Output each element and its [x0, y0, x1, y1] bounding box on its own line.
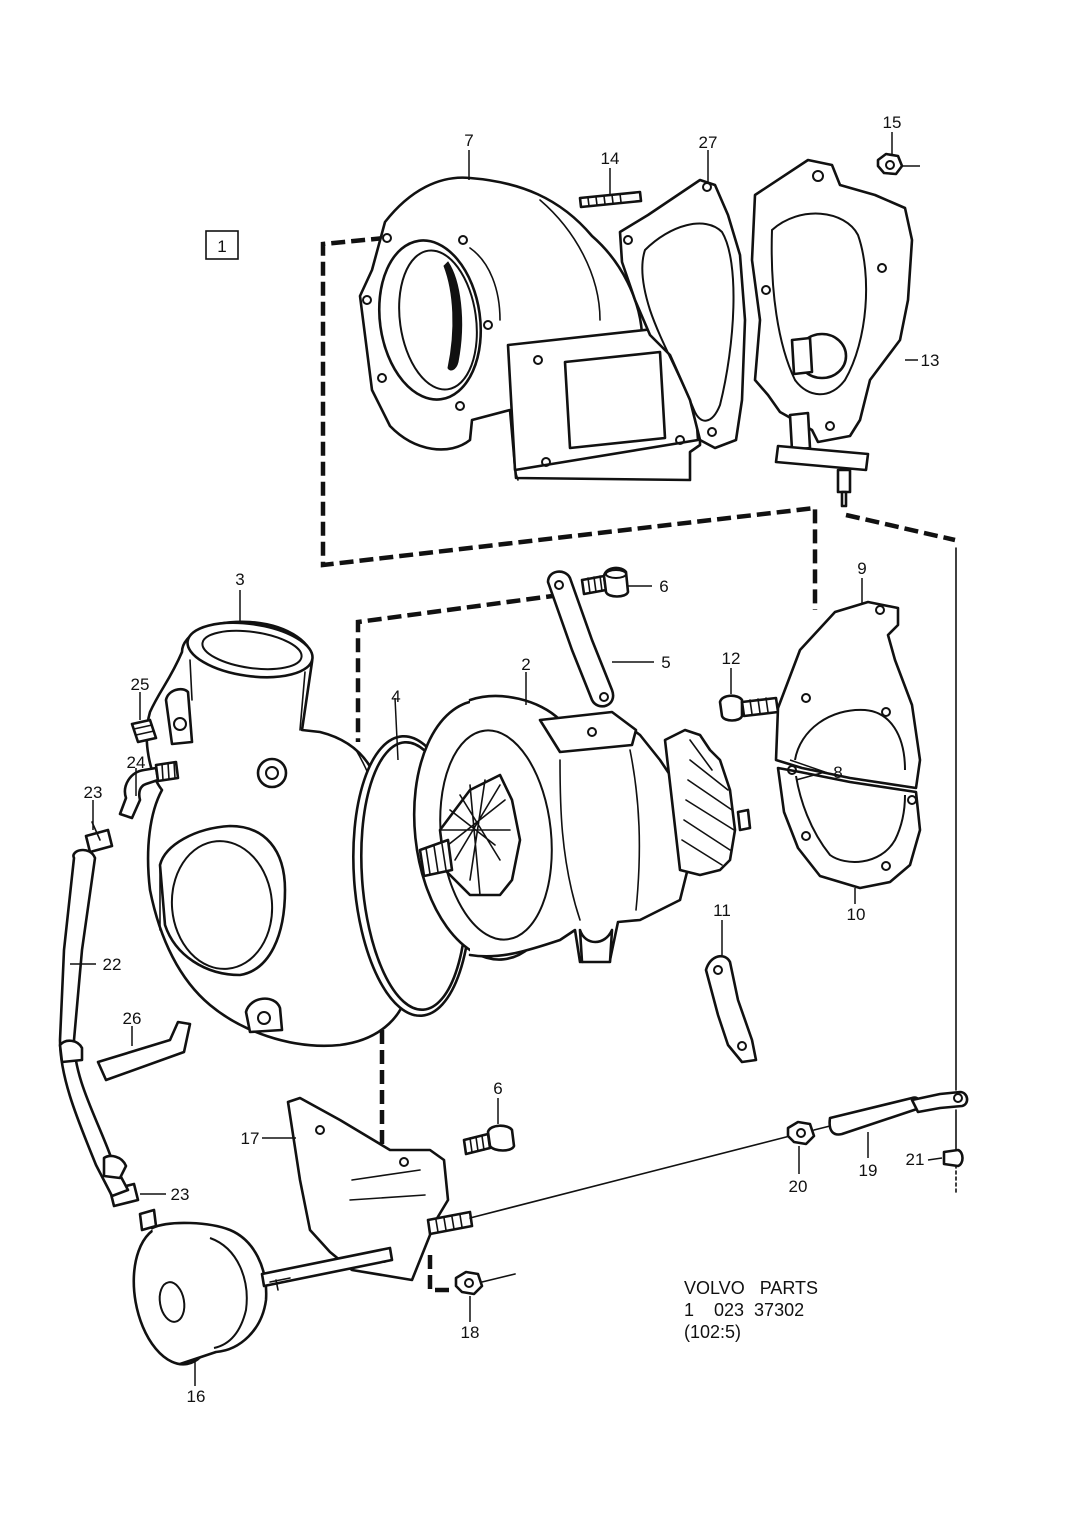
callout-10: 10: [847, 905, 866, 924]
nut-20: [786, 1120, 831, 1146]
heat-shield-10: [776, 765, 922, 890]
callout-2: 2: [521, 655, 530, 674]
callout-14: 14: [601, 149, 620, 168]
callout-23-upper: 23: [84, 783, 103, 802]
lock-plate-11: [704, 954, 758, 1064]
callout-13: 13: [921, 351, 940, 370]
callout-6-upper: 6: [659, 577, 668, 596]
link-strap-5: [546, 570, 615, 708]
callout-16: 16: [187, 1387, 206, 1406]
bolt-6-upper: [580, 566, 630, 598]
bolt-6-lower: [462, 1124, 516, 1156]
nut-15: [876, 152, 904, 176]
callout-26: 26: [123, 1009, 142, 1028]
nut-18: [454, 1270, 516, 1296]
callout-5: 5: [661, 653, 670, 672]
callout-box-1: [205, 230, 239, 260]
turnbuckle-19: [828, 547, 969, 1196]
callout-labels: 1 2 3 4 5 6 6 7 8 9 10 11 12 13 14 15 16…: [84, 113, 940, 1406]
callout-23-lower: 23: [171, 1185, 190, 1204]
compressor-housing: [145, 620, 410, 1048]
plug-25: [130, 718, 158, 744]
hose-clamp-23-upper: [84, 821, 114, 854]
oil-hose-22: [58, 848, 130, 1198]
callout-27: 27: [699, 133, 718, 152]
callout-4: 4: [391, 687, 400, 706]
callout-20: 20: [789, 1177, 808, 1196]
assembly-dash-lines: [320, 235, 956, 1293]
reference-line-2: 1 023 37302: [684, 1300, 804, 1320]
callout-1: 1: [217, 237, 226, 256]
wastegate-housing-13: [750, 158, 914, 508]
callout-19: 19: [859, 1161, 878, 1180]
center-housing-2: [412, 694, 752, 964]
actuator-rod: [426, 1135, 791, 1236]
callout-15: 15: [883, 113, 902, 132]
bolt-12: [718, 694, 780, 722]
callout-7: 7: [464, 131, 473, 150]
callout-3: 3: [235, 570, 244, 589]
leader-lines: [70, 132, 943, 1386]
callout-6-lower: 6: [493, 1079, 502, 1098]
reference-line-1: VOLVO PARTS: [684, 1278, 818, 1298]
callout-12: 12: [722, 649, 741, 668]
callout-9: 9: [857, 559, 866, 578]
callout-21: 21: [906, 1150, 925, 1169]
callout-24: 24: [127, 753, 146, 772]
clip-21: [942, 1148, 964, 1168]
reference-line-3: (102:5): [684, 1322, 741, 1342]
elbow-24: [118, 760, 180, 820]
turbine-housing: [358, 176, 702, 482]
callout-17: 17: [241, 1129, 260, 1148]
parts-reference-block: VOLVO PARTS 1 023 37302 (102:5): [684, 1278, 818, 1342]
callout-18: 18: [461, 1323, 480, 1342]
callout-22: 22: [103, 955, 122, 974]
wastegate-actuator-16: [132, 1208, 394, 1366]
bracket-26: [96, 1020, 192, 1082]
callout-25: 25: [131, 675, 150, 694]
actuator-bracket-17: [286, 1096, 450, 1282]
callout-8: 8: [833, 763, 842, 782]
callout-11: 11: [713, 901, 731, 920]
heat-shield-9: [774, 600, 922, 790]
stud-14: [578, 190, 643, 209]
gasket-27: [618, 178, 747, 450]
